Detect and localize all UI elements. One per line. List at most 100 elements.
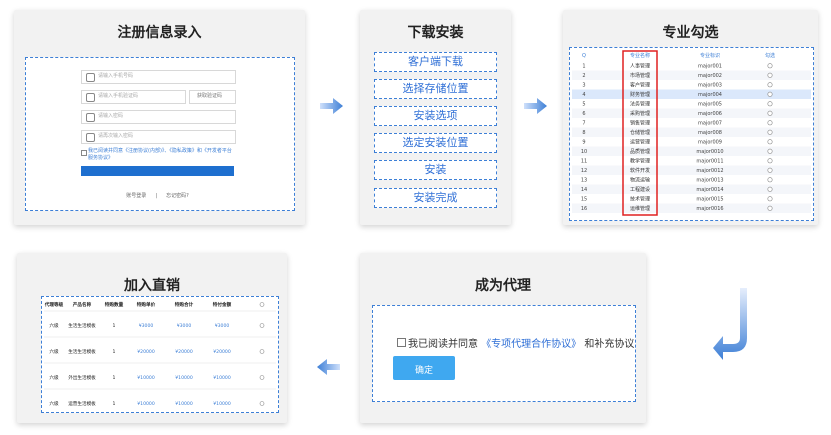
direct-cell-2: 1 [113,323,116,329]
major-row-id: major0012 [696,168,723,174]
major-row-bg [572,118,811,128]
agent-title: 成为代理 [475,278,531,294]
major-row-id: major009 [698,140,722,146]
phone-field[interactable]: 请输入手机号码 [81,70,236,84]
radio-icon [259,375,265,380]
direct-cell-0: 六级 [49,374,59,381]
major-header-1: 专业名称 [630,52,650,59]
direct-cell-4: ¥3000 [177,323,192,329]
radio-icon [767,177,773,183]
get-code-button[interactable]: 获取验证码 [189,90,236,104]
major-header-2: 专业标识 [700,52,720,59]
major-row-name: 客户管理 [630,82,650,89]
major-header-0: Q [582,53,586,59]
sms-code-field[interactable]: 请输入手机验证码 [81,90,186,104]
direct-cell-5: ¥10000 [213,401,231,407]
direct-title: 加入直销 [124,278,180,294]
radio-icon [767,101,773,107]
step-select-storage: 选择存储位置 [374,79,497,99]
direct-cell-5: ¥10000 [213,375,231,381]
direct-cell-3: ¥3000 [139,323,154,329]
major-row-bg [572,156,811,166]
forgot-password-link[interactable]: 忘记密码? [166,193,189,199]
major-row-bg [572,108,811,118]
major-row-bg [572,70,811,80]
radio-icon [259,323,265,328]
direct-cell-0: 六级 [49,348,59,355]
direct-cell-1: 外出生活模板 [68,374,96,381]
agent-form: 我已阅读并同意 《专项代理合作协议》 和补充协议 确定 [372,305,636,402]
major-row-index: 12 [581,168,587,174]
direct-header-0: 代理等级 [44,301,64,308]
sms-code-placeholder: 请输入手机验证码 [98,93,139,99]
major-row-id: major0010 [696,149,723,155]
major-row-name: 法务管理 [630,101,650,108]
password-confirm-field[interactable]: 请再次输入密码 [81,130,236,144]
register-title: 注册信息录入 [117,25,202,41]
agent-confirm-button[interactable]: 确定 [393,356,455,380]
major-row-id: major007 [698,121,722,127]
major-row-name: 技术管理 [630,196,650,203]
major-row-index: 2 [582,73,585,79]
step-select-install-location: 选定安装位置 [374,133,497,153]
major-row-bg [572,99,811,109]
agreement-text: 我已阅读并同意《注册协议(内部)》、《隐私政策》和《开发者平台服务协议》 [88,148,232,161]
direct-cell-5: ¥20000 [213,349,231,355]
radio-icon [767,148,773,154]
major-row-index: 11 [581,159,587,165]
major-row-index: 16 [581,206,587,212]
major-row-name: 市场管理 [630,72,650,79]
major-row-name: 仓储管理 [630,129,650,136]
major-row-id: major0015 [696,197,723,203]
major-row-bg [572,127,811,137]
direct-header-3: 特购单价 [137,301,156,308]
major-row-index: 4 [582,92,585,98]
step-install-complete: 安装完成 [374,188,497,208]
major-row-name: 采购管理 [630,110,650,117]
direct-cell-2: 1 [113,401,116,407]
direct-cell-1: 生活生活模板 [68,348,96,355]
direct-cell-3: ¥20000 [137,349,155,355]
agreement-checkbox[interactable] [81,150,87,156]
shield-icon [86,93,95,102]
radio-icon [259,349,265,354]
radio-icon [767,167,773,173]
major-row-index: 14 [581,187,587,193]
password-field[interactable]: 请输入密码 [81,110,236,124]
major-row-bg [572,89,811,99]
radio-icon [767,158,773,164]
account-login-link[interactable]: 账号登录 [126,193,147,199]
direct-header-4: 特购合计 [175,301,194,308]
register-panel: 注册信息录入 请输入手机号码 请输入手机验证码 获取验证码 请输入密码 请再次输… [14,10,305,225]
major-row-bg [572,184,811,194]
agent-agreement-checkbox[interactable] [397,338,406,347]
major-title: 专业勾选 [662,25,719,41]
step-install-options: 安装选项 [374,106,497,126]
footer-separator: | [155,193,158,199]
major-row-name: 物流运输 [630,177,650,184]
radio-icon [767,91,773,97]
lock-icon [86,133,95,142]
major-column-highlight [622,50,658,216]
major-row-index: 8 [582,130,585,136]
password-placeholder: 请输入密码 [98,113,124,119]
major-row-name: 工程建设 [630,186,650,193]
major-row-id: major001 [698,64,722,70]
major-row-bg [572,146,811,156]
major-row-index: 1 [582,64,585,70]
major-row-bg [572,80,811,90]
radio-icon [767,72,773,78]
register-form: 请输入手机号码 请输入手机验证码 获取验证码 请输入密码 请再次输入密码 我已阅… [25,57,295,211]
direct-cell-1: 运营生活模板 [68,400,96,407]
register-button[interactable]: 注册登录 [81,166,234,183]
major-row-name: 软件开发 [630,167,650,174]
major-row-id: major0016 [696,206,723,212]
radio-icon [767,110,773,116]
agent-agreement-link[interactable]: 《专项代理合作协议》 [481,339,582,350]
major-row-id: major002 [698,73,722,79]
direct-cell-3: ¥10000 [137,401,155,407]
